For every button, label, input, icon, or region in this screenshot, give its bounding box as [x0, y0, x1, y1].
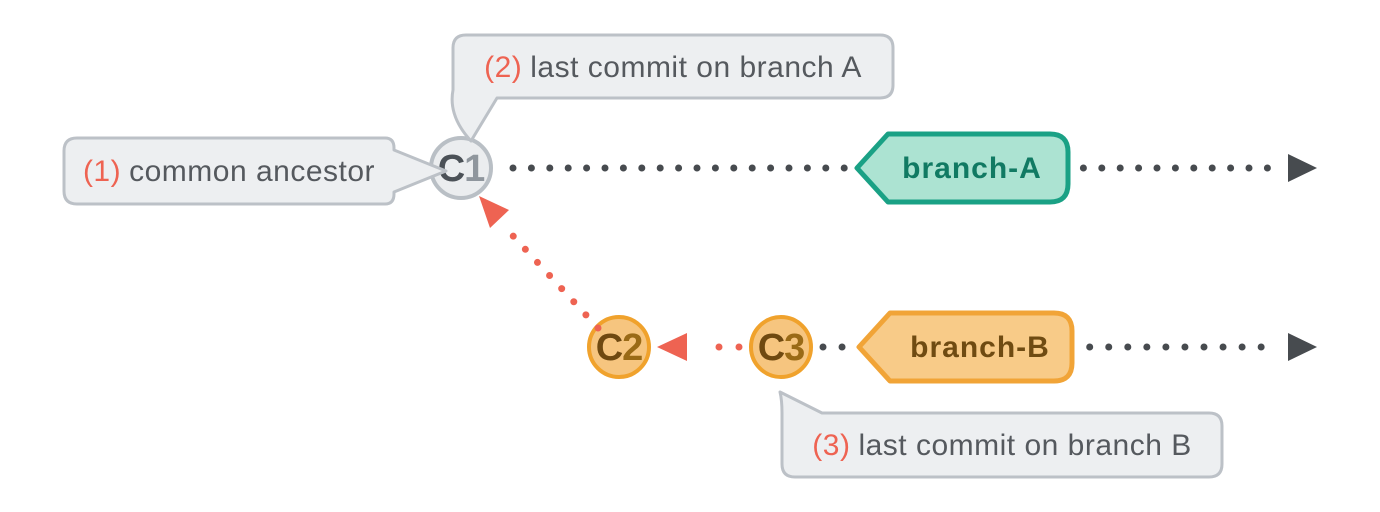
- commit-c3-digit: 3: [784, 327, 804, 369]
- branch-b-tag: branch-B: [856, 310, 1075, 384]
- callout-2-number: (2): [484, 51, 522, 84]
- branch-b-arrow-right-icon: [1288, 333, 1317, 361]
- commit-c3-label: C3: [758, 327, 805, 369]
- commit-c2-circle: [587, 315, 651, 379]
- commit-node-c3: C3: [749, 315, 813, 379]
- commit-c2-label: C2: [596, 327, 643, 369]
- parent-pointer-arrow-upleft-icon: [479, 196, 509, 228]
- callout-2-bubble: [450, 33, 895, 143]
- callout-1-text: (1)common ancestor: [83, 155, 375, 188]
- branch-a-tag: branch-A: [854, 131, 1071, 205]
- callout-1-number: (1): [83, 155, 121, 188]
- callout-1-body: common ancestor: [129, 155, 375, 188]
- callout-2-body: last commit on branch A: [530, 51, 862, 84]
- callout-last-commit-branch-a: (2)last commit on branch A: [450, 33, 895, 143]
- parent-pointer-c2-c1-dotted-line: [498, 220, 602, 332]
- commit-c1-digit: 1: [464, 148, 485, 190]
- parent-pointer-c3-to-c2: [657, 333, 743, 361]
- commit-node-c2: C2: [587, 315, 651, 379]
- callout-common-ancestor: (1)common ancestor: [62, 136, 448, 206]
- branch-a-tag-shape: [854, 131, 1071, 205]
- branch-a-label: branch-A: [902, 152, 1042, 185]
- commit-c3-circle: [749, 315, 813, 379]
- callout-3-body: last commit on branch B: [858, 429, 1191, 462]
- commit-c2-letter: C: [596, 327, 623, 369]
- callout-2-text: (2)last commit on branch A: [484, 51, 862, 84]
- callout-last-commit-branch-b: (3)last commit on branch B: [778, 390, 1224, 479]
- branch-b-tag-shape: [856, 310, 1075, 384]
- parent-pointer-c2-to-c1: [479, 196, 602, 332]
- commit-c3-letter: C: [758, 327, 785, 369]
- commit-c2-digit: 2: [622, 327, 642, 369]
- callout-1-bubble: [62, 136, 448, 206]
- branch-a-arrow-right-icon: [1288, 154, 1317, 182]
- callout-3-text: (3)last commit on branch B: [812, 429, 1191, 462]
- callout-3-number: (3): [812, 429, 850, 462]
- branch-b-label: branch-B: [910, 331, 1050, 364]
- parent-pointer-arrow-left-icon: [657, 333, 687, 361]
- callout-3-bubble: [778, 390, 1224, 479]
